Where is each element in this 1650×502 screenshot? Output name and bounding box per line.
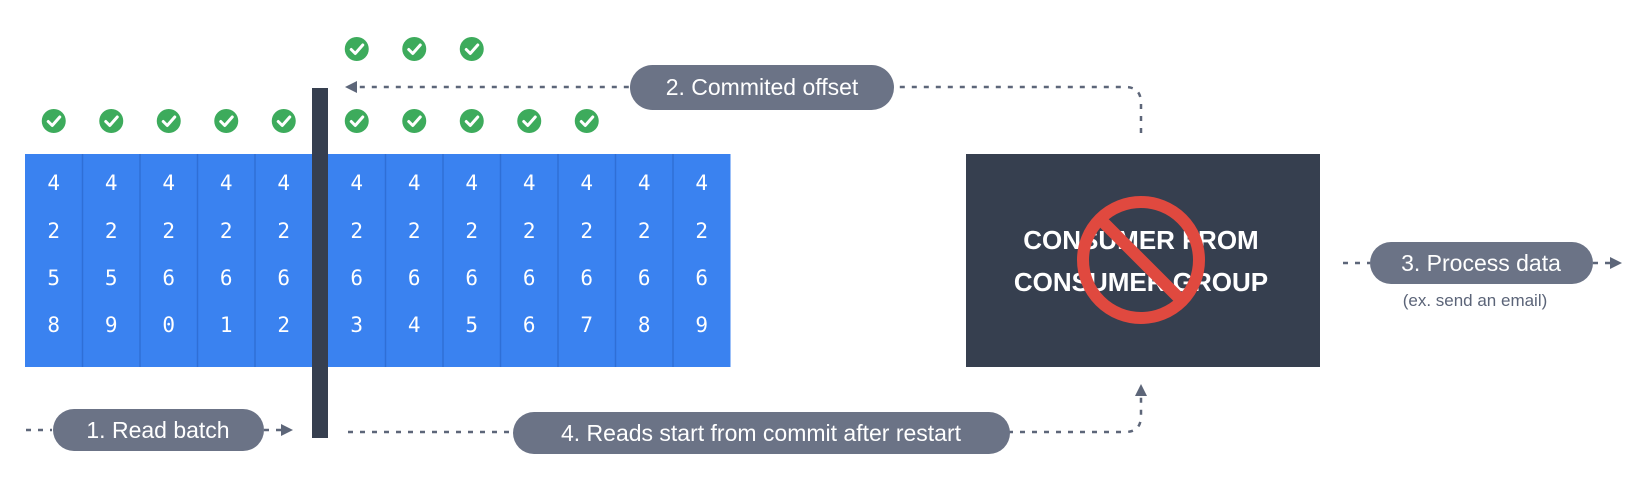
offset-digit: 6 [465, 266, 478, 290]
offset-digit: 2 [162, 219, 175, 243]
partition-log: 4 2 5 8 4 2 5 9 4 2 6 0 4 2 6 1 4 2 6 2 4 2 6 3 4 2 6 4 4 2 6 5 4 2 6 6 4 2 6 7… [25, 154, 731, 367]
offset-digit: 2 [465, 219, 478, 243]
pill-committed-offset-label: 2. Commited offset [666, 74, 859, 100]
offset-digit: 4 [408, 171, 421, 195]
offset-digit: 2 [695, 219, 708, 243]
check-circle-icon [574, 109, 599, 133]
offset-digit: 2 [580, 219, 593, 243]
offset-digit: 5 [465, 313, 478, 337]
offset-digit: 4 [523, 171, 536, 195]
offset-digit: 6 [695, 266, 708, 290]
pill-committed-offset: 2. Commited offset [630, 65, 894, 110]
pill-read-batch-label: 1. Read batch [86, 417, 229, 443]
offset-digit: 2 [523, 219, 536, 243]
check-circle-icon [459, 109, 484, 133]
offset-digit: 6 [523, 266, 536, 290]
offset-digit: 8 [638, 313, 651, 337]
offset-digit: 4 [350, 171, 363, 195]
check-circle-icon [344, 37, 369, 61]
offset-digit: 6 [277, 266, 290, 290]
process-arrowhead-icon [1610, 257, 1622, 269]
offset-digit: 2 [105, 219, 118, 243]
offset-digit: 4 [638, 171, 651, 195]
check-circle-icon [99, 109, 124, 133]
offset-digit: 8 [47, 313, 60, 337]
processed-checkmarks [41, 37, 599, 133]
offset-digit: 4 [277, 171, 290, 195]
consumer-label-line2: CONSUMER GROUP [1014, 267, 1268, 297]
check-circle-icon [41, 109, 66, 133]
check-circle-icon [517, 109, 542, 133]
offset-digit: 0 [162, 313, 175, 337]
offset-digit: 5 [47, 266, 60, 290]
offset-digit: 2 [277, 219, 290, 243]
offset-digit: 9 [695, 313, 708, 337]
offset-digit: 6 [580, 266, 593, 290]
offset-digit: 1 [220, 313, 233, 337]
pill-restart-reads-label: 4. Reads start from commit after restart [561, 420, 962, 446]
offset-digit: 2 [350, 219, 363, 243]
pill-process-data: 3. Process data [1370, 242, 1593, 284]
offset-digit: 2 [220, 219, 233, 243]
offset-digit: 2 [408, 219, 421, 243]
offset-digit: 6 [162, 266, 175, 290]
check-circle-icon [156, 109, 181, 133]
check-circle-icon [402, 109, 427, 133]
offset-digit: 6 [350, 266, 363, 290]
offset-digit: 5 [105, 266, 118, 290]
offset-digit: 4 [162, 171, 175, 195]
partition-block-1 [25, 154, 313, 367]
check-circle-icon [214, 109, 239, 133]
offset-digit: 4 [408, 313, 421, 337]
partition-block-2 [328, 154, 731, 367]
check-circle-icon [459, 37, 484, 61]
check-circle-icon [402, 37, 427, 61]
check-circle-icon [271, 109, 296, 133]
pill-read-batch: 1. Read batch [53, 409, 264, 451]
offset-digit: 4 [465, 171, 478, 195]
pill-restart-reads: 4. Reads start from commit after restart [513, 412, 1010, 454]
no-sign-icon [1077, 196, 1205, 324]
commit-marker-bar [312, 88, 328, 438]
offset-digit: 4 [695, 171, 708, 195]
restart-reads-arrowhead-icon [1135, 384, 1147, 396]
offset-digit: 6 [408, 266, 421, 290]
offset-digit: 4 [47, 171, 60, 195]
process-data-note: (ex. send an email) [1403, 291, 1548, 310]
commit-arrowhead-icon [345, 81, 357, 93]
offset-digit: 6 [523, 313, 536, 337]
offset-digit: 2 [47, 219, 60, 243]
offset-digit: 6 [220, 266, 233, 290]
offset-digit: 2 [638, 219, 651, 243]
offset-digit: 3 [350, 313, 363, 337]
pill-process-data-label: 3. Process data [1401, 250, 1561, 276]
consumer-label-line1: CONSUMER FROM [1023, 225, 1258, 255]
offset-digit: 4 [220, 171, 233, 195]
check-circle-icon [344, 109, 369, 133]
offset-digit: 6 [638, 266, 651, 290]
offset-digit: 9 [105, 313, 118, 337]
offset-digit: 2 [277, 313, 290, 337]
offset-digit: 7 [580, 313, 593, 337]
read-batch-arrowhead-icon [281, 424, 293, 436]
offset-digit: 4 [105, 171, 118, 195]
offset-digit: 4 [580, 171, 593, 195]
